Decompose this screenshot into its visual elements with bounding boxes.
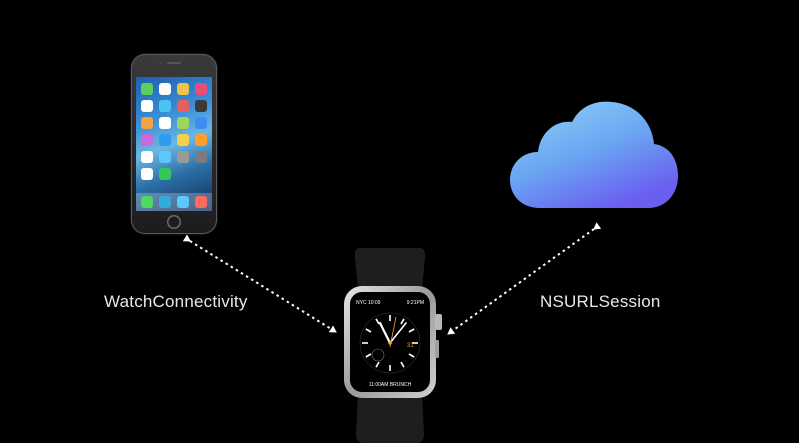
app-icon: [159, 100, 171, 112]
app-icon: [195, 117, 207, 129]
watch-band-top: [354, 248, 426, 290]
app-icon: [141, 83, 153, 95]
complication-bottom: 11:00AM BRUNCH: [369, 382, 412, 388]
app-grid: [141, 83, 207, 180]
app-icon: [177, 117, 189, 129]
phone-speaker: [167, 62, 181, 64]
app-icon: [159, 134, 171, 146]
phone-screen: [136, 77, 212, 211]
apple-watch-icon: NYC 10:09 9:21PM 31 11:00AM BRUNCH: [344, 248, 442, 443]
app-icon: [159, 83, 171, 95]
app-icon: [141, 100, 153, 112]
watch-dial: [359, 312, 421, 374]
app-icon: [195, 100, 207, 112]
app-icon: [141, 117, 153, 129]
phone-camera: [159, 61, 162, 64]
app-icon: [177, 151, 189, 163]
app-icon: [141, 168, 153, 180]
iphone-icon: [131, 54, 217, 234]
watch-band-bottom: [356, 394, 424, 443]
app-icon: [159, 168, 171, 180]
date-complication: 31: [407, 343, 414, 349]
phone-dock: [136, 193, 212, 211]
app-icon: [195, 196, 207, 208]
app-icon: [159, 196, 171, 208]
minute-hand: [389, 322, 407, 344]
watch-connectivity-label: WatchConnectivity: [104, 292, 248, 311]
app-icon: [195, 83, 207, 95]
hour-hand: [378, 321, 392, 345]
home-button: [167, 215, 181, 229]
app-icon: [141, 134, 153, 146]
arrow-cloud-watch: [447, 222, 602, 335]
app-icon: [177, 196, 189, 208]
icloud-icon: [510, 101, 678, 208]
nsurlsession-label: NSURLSession: [540, 292, 661, 311]
app-icon: [177, 100, 189, 112]
digital-crown: [435, 314, 442, 330]
app-icon: [177, 83, 189, 95]
app-icon: [141, 196, 153, 208]
side-button: [435, 340, 439, 358]
app-icon: [159, 151, 171, 163]
complication-top-right: 9:21PM: [407, 300, 424, 306]
app-icon: [141, 151, 153, 163]
app-icon: [195, 134, 207, 146]
complication-top-left: NYC 10:09: [356, 300, 381, 306]
app-icon: [159, 117, 171, 129]
app-icon: [195, 151, 207, 163]
app-icon: [177, 134, 189, 146]
arrow-phone-watch: [182, 234, 337, 333]
